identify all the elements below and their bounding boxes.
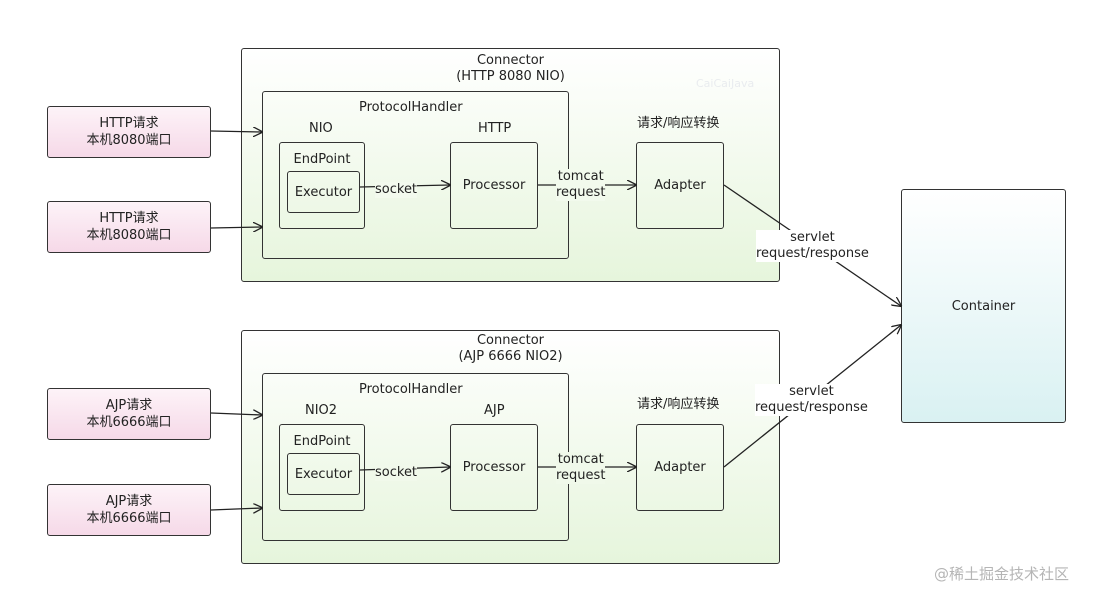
- request-label: request: [556, 185, 606, 200]
- io-model-label: NIO2: [305, 403, 338, 418]
- connector-title-line2: (HTTP 8080 NIO): [456, 69, 565, 84]
- servlet-line1: servlet: [789, 384, 834, 399]
- ajp-executor: Executor: [287, 453, 360, 495]
- endpoint-label: EndPoint: [293, 434, 351, 449]
- tomcat-label: tomcat: [557, 169, 604, 184]
- endpoint-label: EndPoint: [293, 152, 351, 167]
- ajp-adapter: Adapter: [636, 424, 724, 511]
- watermark: CaiCaiJava: [696, 77, 755, 90]
- http-connector: Connector (HTTP 8080 NIO) CaiCaiJava: [241, 48, 780, 282]
- protocol-handler-label: ProtocolHandler: [359, 100, 463, 115]
- conversion-label: 请求/响应转换: [637, 397, 720, 412]
- servlet-label: servlet request/response: [755, 384, 868, 416]
- http-adapter: Adapter: [636, 142, 724, 229]
- tomcat-request-label: tomcat request: [556, 452, 606, 484]
- protocol-label: AJP: [484, 403, 505, 418]
- socket-label: socket: [375, 465, 418, 481]
- protocol-handler-label: ProtocolHandler: [359, 382, 463, 397]
- tomcat-label: tomcat: [557, 452, 604, 467]
- connector-title-line1: Connector: [476, 333, 545, 348]
- adapter-label: Adapter: [654, 460, 706, 475]
- request-protocol-label: AJP请求: [105, 398, 153, 413]
- request-protocol-label: HTTP请求: [99, 211, 159, 226]
- socket-label: socket: [375, 182, 418, 198]
- request-protocol-label: AJP请求: [105, 494, 153, 509]
- connector-title-line1: Connector: [476, 53, 545, 68]
- http-executor: Executor: [287, 171, 360, 213]
- request-label: request: [556, 468, 606, 483]
- processor-label: Processor: [462, 178, 526, 193]
- request-protocol-label: HTTP请求: [99, 116, 159, 131]
- executor-label: Executor: [294, 184, 353, 200]
- servlet-line2: request/response: [756, 246, 869, 261]
- servlet-line2: request/response: [755, 400, 868, 415]
- ajp-request-2: AJP请求 本机6666端口: [47, 484, 211, 536]
- request-port-label: 本机8080端口: [86, 228, 172, 243]
- tomcat-request-label: tomcat request: [556, 169, 606, 201]
- connector-title-line2: (AJP 6666 NIO2): [458, 349, 563, 364]
- connector-title: Connector (AJP 6666 NIO2): [242, 333, 779, 365]
- request-port-label: 本机8080端口: [86, 133, 172, 148]
- request-port-label: 本机6666端口: [86, 415, 172, 430]
- request-port-label: 本机6666端口: [86, 511, 172, 526]
- servlet-line1: servlet: [790, 230, 835, 245]
- footer-watermark: @稀土掘金技术社区: [934, 565, 1070, 583]
- ajp-request-1: AJP请求 本机6666端口: [47, 388, 211, 440]
- ajp-connector: Connector (AJP 6666 NIO2): [241, 330, 780, 564]
- conversion-label: 请求/响应转换: [637, 116, 720, 131]
- ajp-processor: Processor: [450, 424, 538, 511]
- adapter-label: Adapter: [654, 178, 706, 193]
- http-request-1: HTTP请求 本机8080端口: [47, 106, 211, 158]
- connector-title: Connector (HTTP 8080 NIO): [242, 53, 779, 85]
- executor-label: Executor: [294, 466, 353, 482]
- servlet-label: servlet request/response: [756, 230, 869, 262]
- processor-label: Processor: [462, 460, 526, 475]
- container-label: Container: [951, 298, 1016, 314]
- http-request-2: HTTP请求 本机8080端口: [47, 201, 211, 253]
- http-processor: Processor: [450, 142, 538, 229]
- io-model-label: NIO: [309, 121, 333, 136]
- container: Container: [901, 189, 1066, 423]
- protocol-label: HTTP: [478, 121, 512, 136]
